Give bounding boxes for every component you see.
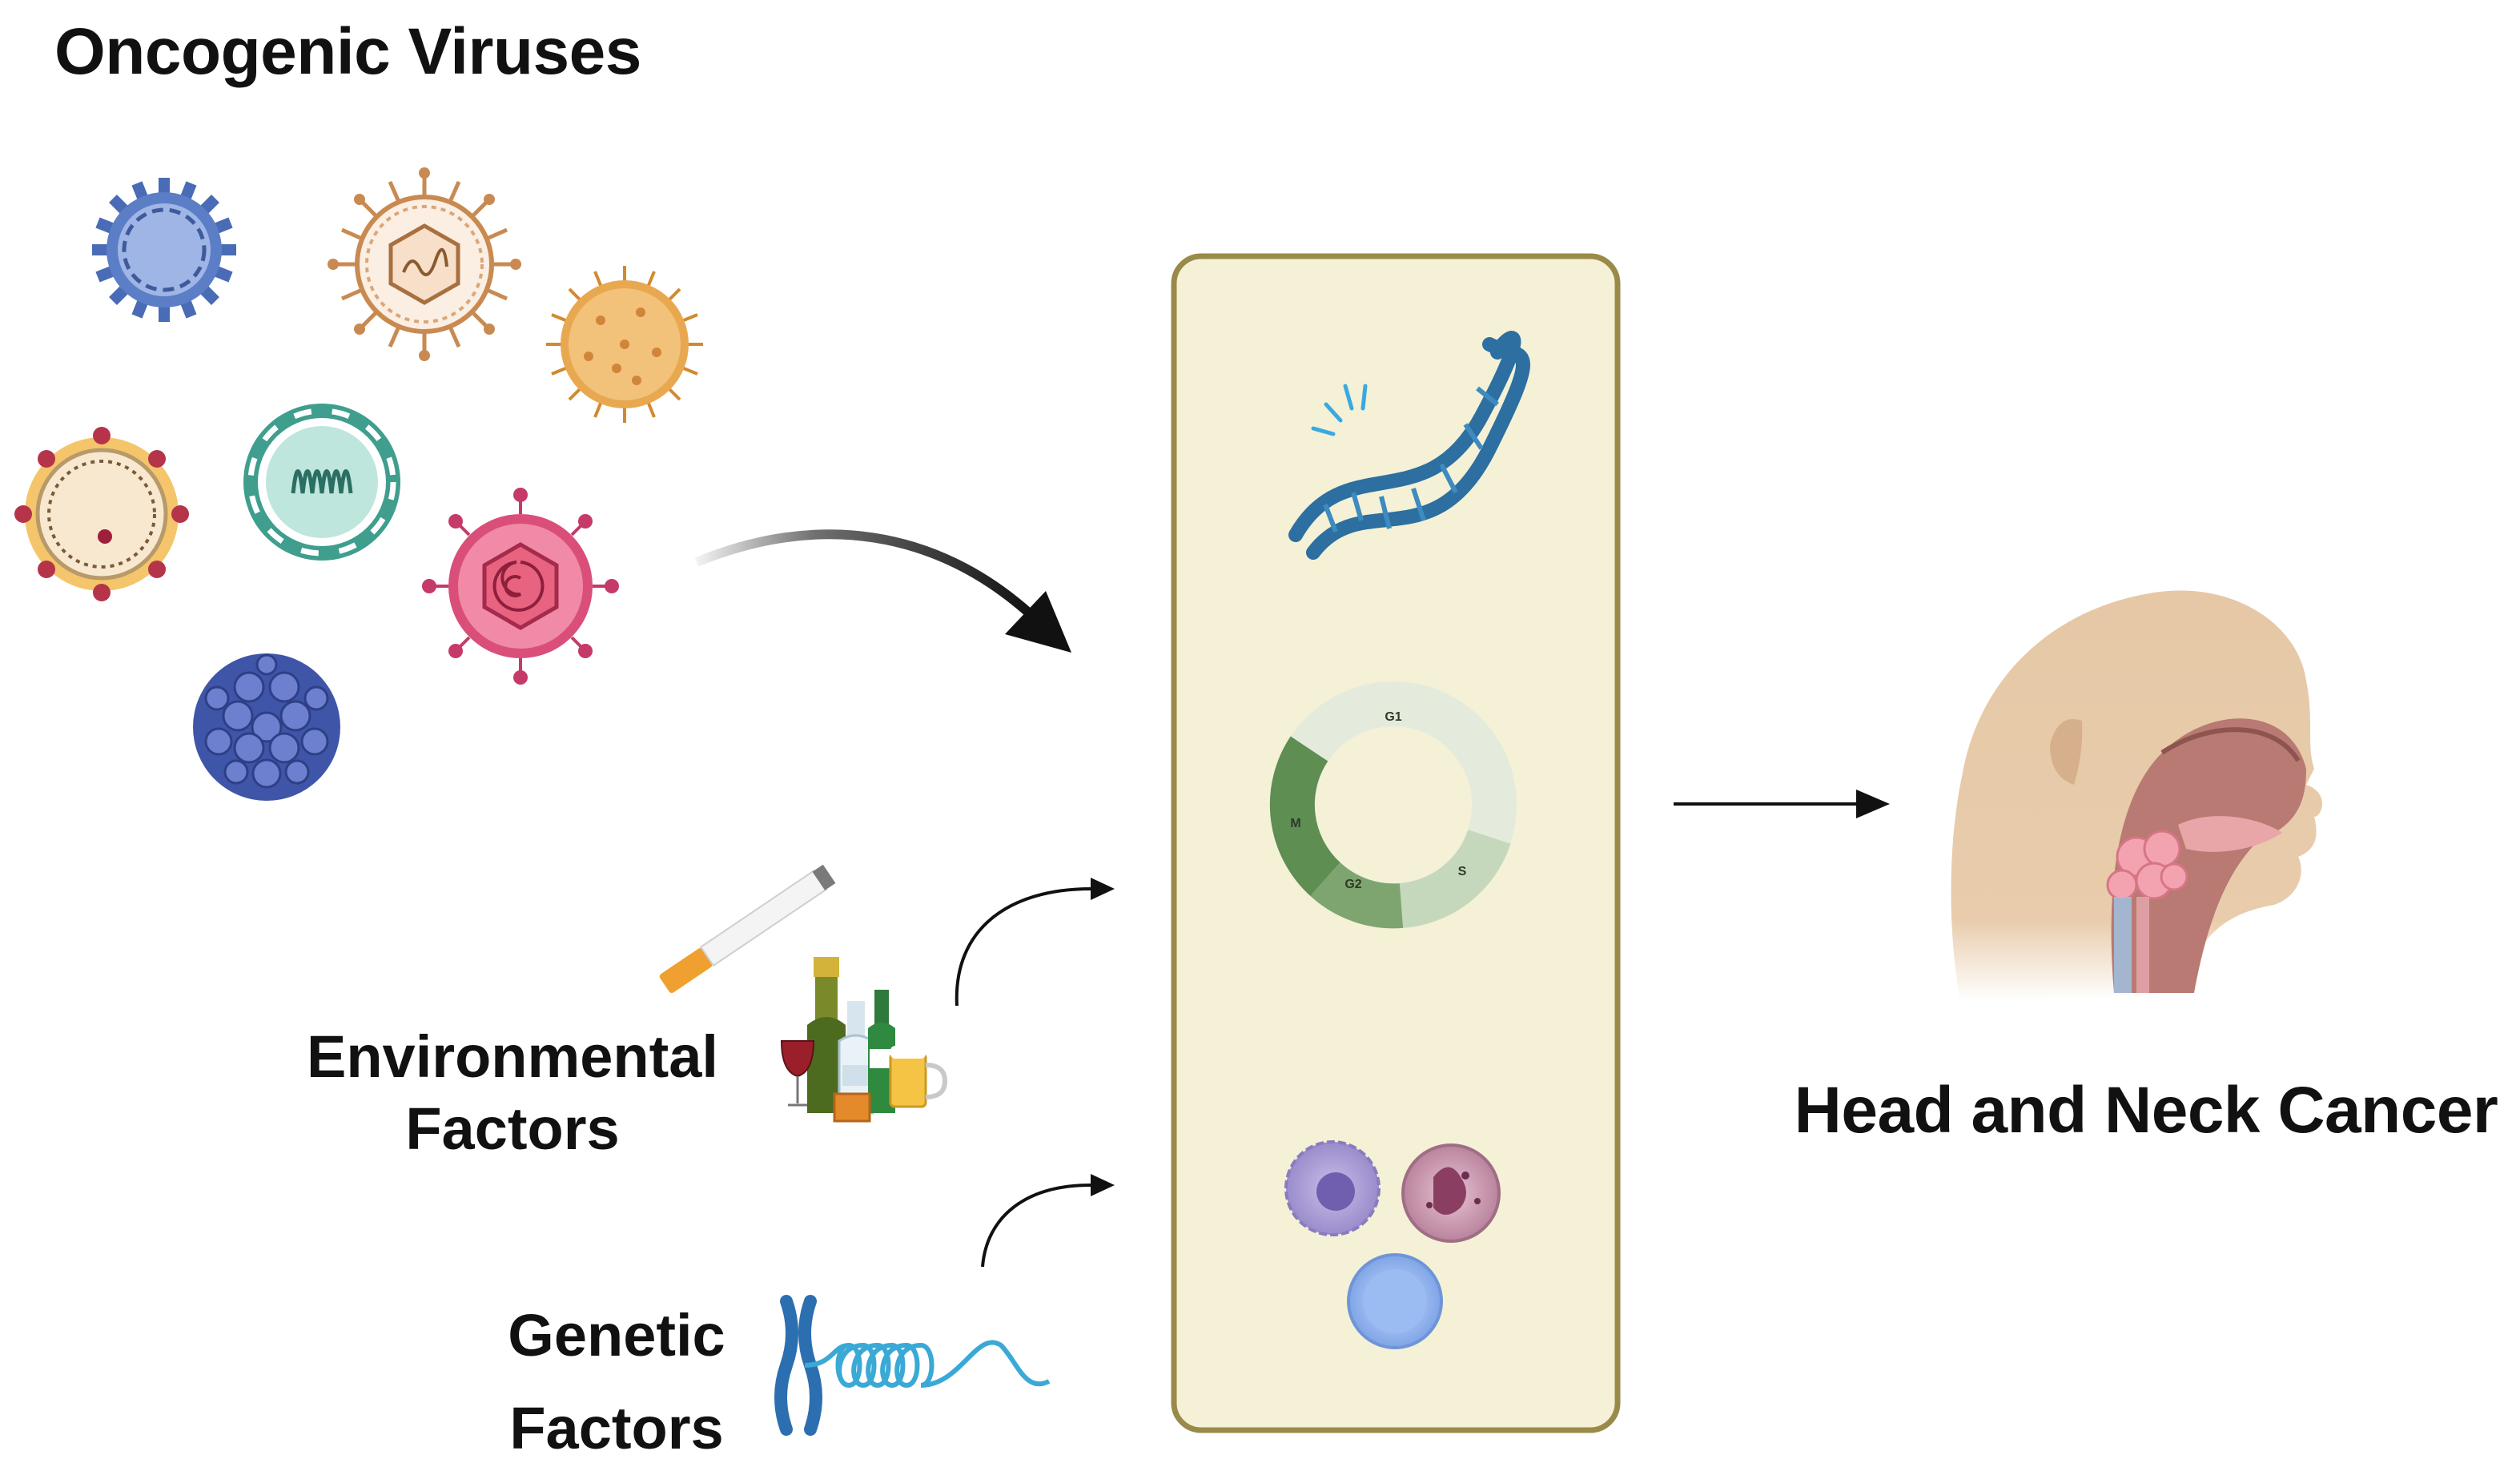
virus-arrow: [694, 529, 1037, 621]
environmental-label-line1: Environmental: [307, 1023, 718, 1090]
virus-icon: [193, 653, 340, 801]
head-neck-anatomy-icon: [1951, 590, 2322, 1001]
virus-icon: [422, 488, 619, 685]
environmental-factors-label: Environmental Factors: [288, 1021, 737, 1165]
immune-cells-icon: [1284, 1140, 1501, 1349]
genetic-label-line1: Genetic: [508, 1302, 725, 1368]
virus-icon: [14, 427, 189, 601]
genetic-factors-label: Genetic Factors: [456, 1289, 777, 1475]
head-neck-cancer-label: Head and Neck Cancer: [1794, 1074, 2498, 1147]
cigarette-icon: [659, 864, 836, 994]
virus-icon: [546, 266, 703, 423]
genetic-label-line2: Factors: [509, 1395, 724, 1461]
phase-s-label: S: [1458, 865, 1467, 878]
phase-g1-label: G1: [1385, 710, 1401, 724]
dna-damage-icon: [1288, 331, 1530, 560]
cell-panel: [1171, 253, 1621, 1433]
cell-cycle-icon: G1 S G2 M: [1269, 681, 1517, 929]
phase-m-label: M: [1290, 817, 1300, 830]
gen-arrow: [981, 1184, 1091, 1268]
virus-icon: [243, 404, 400, 561]
virus-icon: [92, 178, 236, 322]
alcohol-bottles-icon: [780, 957, 948, 1123]
chromosome-dna-icon: [774, 1295, 1051, 1436]
virus-arrow-head: [1005, 591, 1071, 653]
env-arrow: [955, 887, 1091, 1007]
virus-icon: [328, 167, 521, 361]
environmental-label-line2: Factors: [405, 1095, 620, 1162]
env-arrow-head: [1091, 878, 1115, 900]
phase-g2-label: G2: [1344, 878, 1361, 891]
outcome-arrow-head: [1856, 790, 1890, 818]
title-oncogenic-viruses: Oncogenic Viruses: [54, 15, 641, 88]
gen-arrow-head: [1091, 1174, 1115, 1196]
